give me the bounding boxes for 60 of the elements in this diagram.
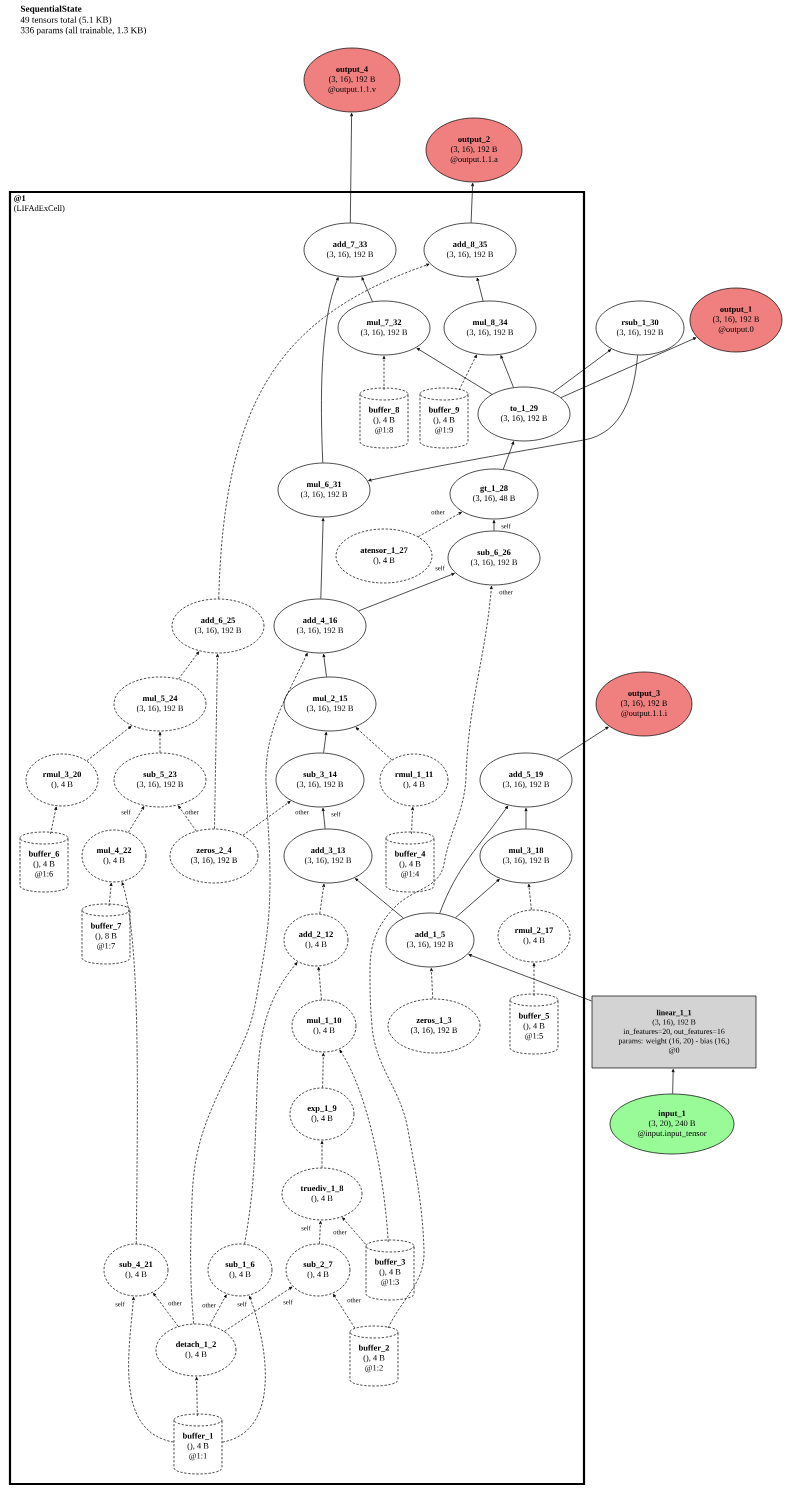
- arrow: [492, 519, 496, 531]
- arrow: [368, 354, 638, 482]
- arrow: [214, 653, 219, 829]
- arrow: [439, 805, 509, 914]
- arrow: [361, 277, 373, 302]
- arrow: [190, 652, 308, 1325]
- arrow: [218, 263, 430, 599]
- arrow: [411, 806, 415, 835]
- arrow: [532, 962, 536, 997]
- arrow: [209, 1294, 227, 1326]
- arrow: [321, 277, 339, 463]
- arrow: [502, 441, 515, 470]
- arrow: [320, 1140, 324, 1168]
- arrow: [321, 807, 326, 830]
- arrow: [317, 966, 322, 1001]
- arrow: [369, 585, 493, 1329]
- arrow: [244, 962, 298, 1245]
- arrow: [552, 349, 612, 393]
- arrow: [527, 883, 532, 911]
- arrow: [349, 112, 354, 223]
- arrow: [320, 517, 325, 599]
- arrow: [158, 731, 162, 753]
- arrow: [86, 726, 132, 762]
- arrow: [242, 800, 291, 836]
- arrow: [319, 883, 326, 915]
- arrow: [671, 1068, 675, 1094]
- arrow: [455, 878, 500, 918]
- arrow: [355, 727, 393, 761]
- arrow: [556, 726, 609, 761]
- arrow: [358, 573, 455, 612]
- arrow: [108, 882, 113, 907]
- arrow: [560, 337, 697, 398]
- arrow: [333, 1293, 356, 1329]
- arrow: [121, 882, 138, 1244]
- arrow: [468, 954, 592, 1002]
- arrow: [476, 277, 484, 302]
- arrow: [339, 1049, 389, 1243]
- arrow: [222, 1295, 266, 1443]
- arrow: [178, 651, 200, 680]
- arrow: [323, 731, 328, 754]
- arrow: [524, 807, 528, 829]
- arrow: [342, 1217, 366, 1245]
- arrow: [417, 511, 462, 538]
- arrow: [153, 1292, 179, 1327]
- arrow: [50, 806, 58, 835]
- arrow: [321, 1052, 325, 1088]
- arrow: [470, 182, 474, 223]
- arrow: [322, 653, 327, 678]
- arrow: [178, 805, 197, 832]
- arrow: [224, 1286, 293, 1332]
- arrow: [127, 806, 145, 833]
- arrow: [458, 354, 477, 391]
- arrow: [128, 1296, 174, 1443]
- arrow: [416, 347, 493, 395]
- arrow: [318, 1220, 322, 1245]
- arrow: [382, 355, 386, 391]
- arrow: [354, 878, 404, 919]
- arrow: [430, 967, 434, 999]
- arrow: [195, 1376, 199, 1417]
- arrow: [500, 355, 514, 388]
